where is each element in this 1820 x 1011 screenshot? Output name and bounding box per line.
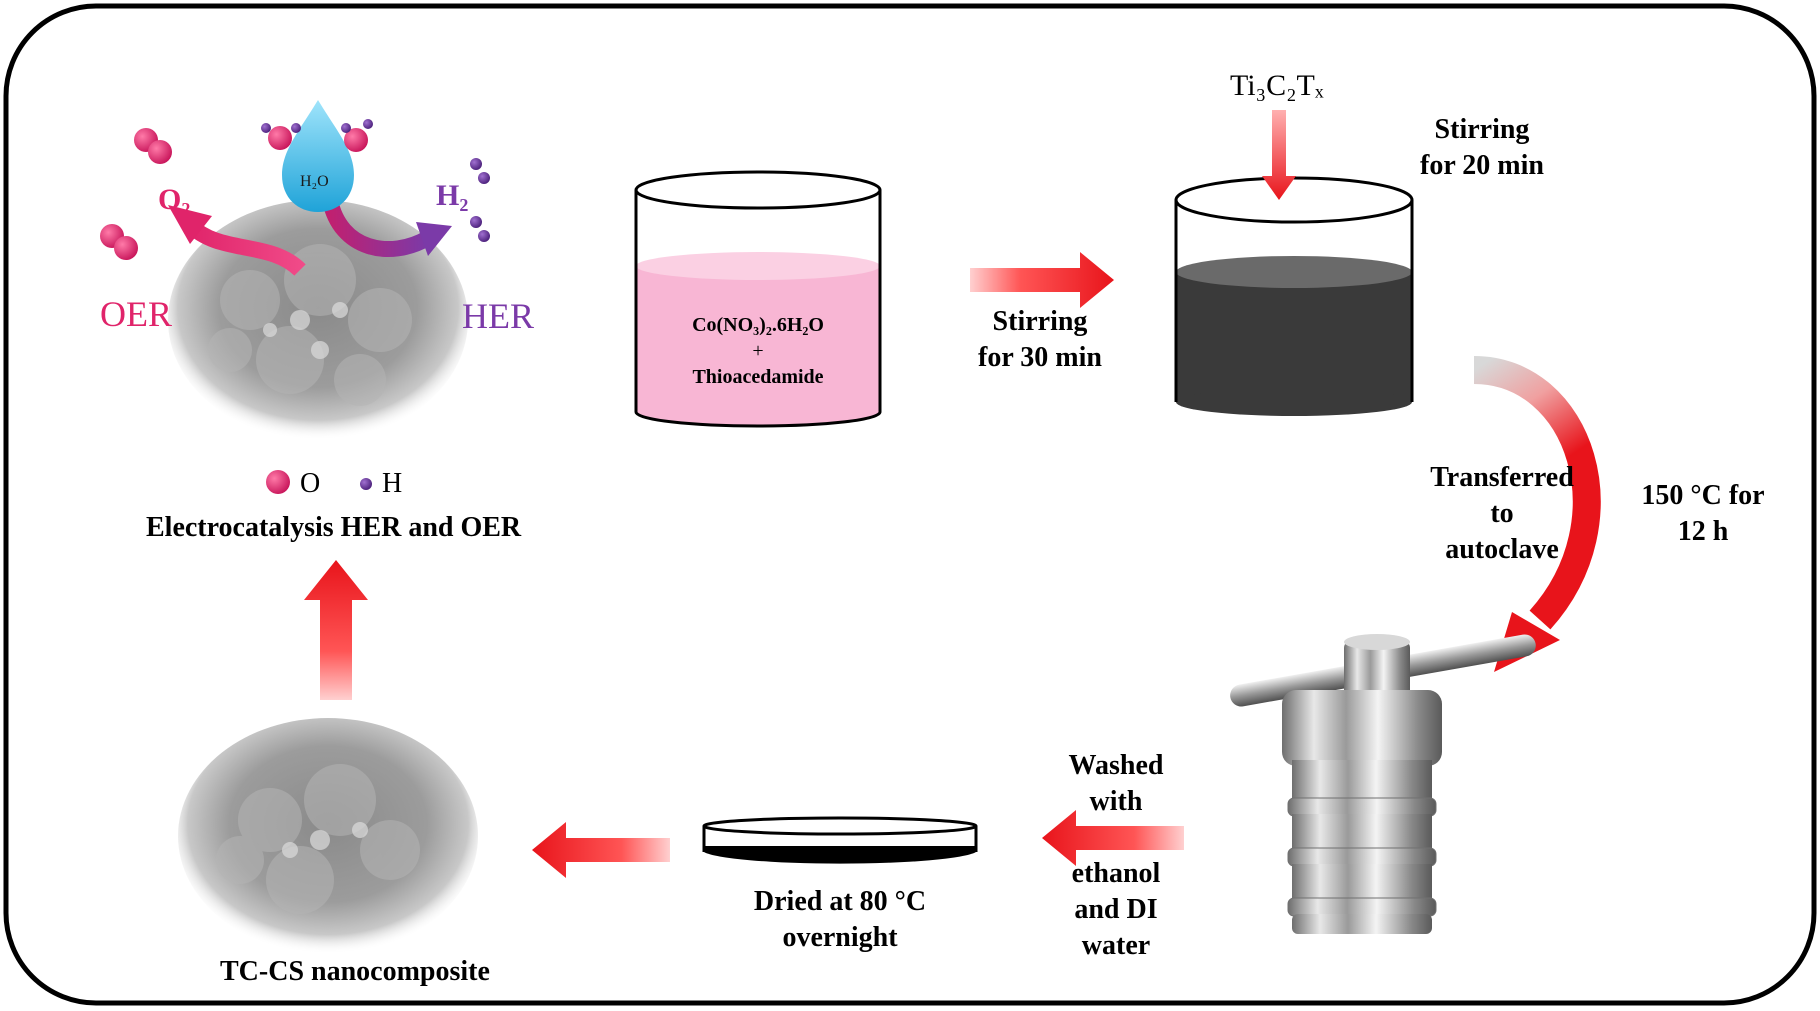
- step3-line4: and DI: [1074, 894, 1158, 925]
- arrow-down-reagent: [1262, 110, 1296, 200]
- hydrogen-atoms: [261, 119, 490, 242]
- step1-line1: Stirring: [992, 306, 1088, 337]
- outer-frame: [3, 3, 1817, 1006]
- step1-line2: for 30 min: [978, 342, 1102, 373]
- oer-arrow: [184, 218, 306, 277]
- arrow-right-1: [970, 252, 1114, 308]
- reagent-label: Ti₃C₂Tₓ: [1230, 69, 1324, 102]
- step3-label-top: Washed with: [1046, 748, 1186, 820]
- oer-label: OER: [100, 294, 172, 334]
- beaker-2: [1174, 176, 1414, 416]
- step2b-line1: 150 °C for: [1641, 480, 1765, 511]
- legend-h-label: H: [382, 468, 403, 499]
- step2-line3: autoclave: [1445, 534, 1559, 565]
- arrow-up: [304, 560, 368, 700]
- beaker1-line3: Thioacedamide: [692, 366, 824, 388]
- arrow-curve-to-autoclave: [1473, 356, 1601, 630]
- step4-line2: overnight: [782, 922, 898, 953]
- her-label: HER: [462, 296, 534, 336]
- step3-label-bottom: ethanol and DI water: [1046, 856, 1186, 964]
- electrocatalysis-caption: Electrocatalysis HER and OER: [146, 512, 522, 543]
- legend-o-label: O: [300, 468, 321, 499]
- beaker-1: [634, 170, 882, 428]
- step3-line5: water: [1081, 930, 1151, 961]
- step2b-line2: 12 h: [1677, 516, 1729, 547]
- step2b-label: 150 °C for 12 h: [1628, 478, 1778, 550]
- step2-line1: Transferred: [1430, 462, 1574, 493]
- stirring20-label: Stirring for 20 min: [1402, 112, 1562, 184]
- arrow-left-dried: [532, 822, 670, 878]
- water-drop-icon: [282, 100, 354, 212]
- stirring20-line1: Stirring: [1434, 114, 1530, 145]
- h2-label: H₂: [436, 179, 469, 212]
- beaker1-label: Co(NO₃)₂.6H₂O + Thioacedamide: [638, 312, 878, 390]
- step4-line1: Dried at 80 °C: [753, 886, 927, 917]
- legend-oxygen-dot: [266, 470, 290, 494]
- her-arrow: [322, 198, 433, 257]
- product-caption: TC-CS nanocomposite: [220, 956, 490, 987]
- beaker1-line2: +: [752, 340, 764, 362]
- step4-label: Dried at 80 °C overnight: [740, 884, 940, 956]
- h2o-label: H₂O: [300, 173, 329, 190]
- petri-dish-icon: [702, 816, 978, 864]
- step1-label: Stirring for 30 min: [960, 304, 1120, 376]
- catalyst-sem-bottom: [178, 718, 478, 954]
- legend-hydrogen-dot: [360, 478, 372, 490]
- step2-line2: to: [1490, 498, 1514, 529]
- arrow-left-washed: [1042, 810, 1184, 866]
- oxygen-molecules: [100, 126, 368, 260]
- her-arrow-head: [416, 222, 452, 256]
- step3-line2: with: [1089, 786, 1143, 817]
- step3-line1: Washed: [1068, 750, 1164, 781]
- step3-line3: ethanol: [1071, 858, 1161, 889]
- beaker1-line1: Co(NO₃)₂.6H₂O: [692, 314, 824, 336]
- autoclave-icon: [1230, 634, 1536, 934]
- stirring20-line2: for 20 min: [1420, 150, 1544, 181]
- step2-label: Transferred to autoclave: [1422, 460, 1582, 568]
- oer-arrow-head: [168, 205, 212, 244]
- o2-label: O₂: [158, 183, 191, 216]
